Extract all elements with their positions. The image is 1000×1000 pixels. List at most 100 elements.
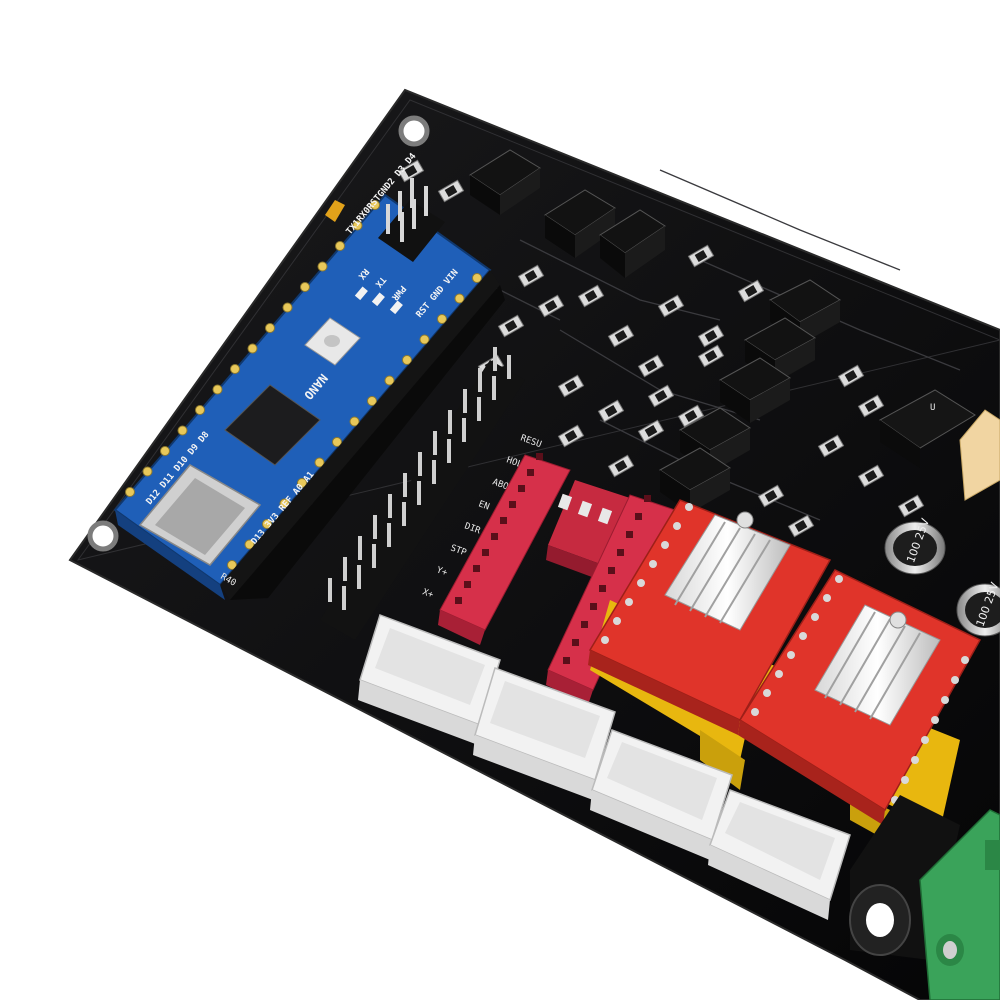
driver-pin: [625, 598, 633, 606]
driver-pin: [673, 522, 681, 530]
icsp-pin: [412, 199, 416, 229]
header-socket-hole: [626, 531, 633, 538]
heatsink-1: [664, 514, 791, 631]
icsp-pin: [410, 178, 414, 208]
trimpot-2[interactable]: [889, 611, 907, 629]
driver-pin: [823, 594, 831, 602]
header-socket-hole: [473, 565, 480, 572]
small-yellow-component: [325, 200, 345, 222]
smd-body: [404, 165, 418, 177]
small-jst-header: [959, 409, 1000, 501]
smd-components: [397, 159, 925, 538]
optocouplers: U: [469, 149, 976, 513]
driver-pin: [649, 560, 657, 568]
smd-body: [504, 320, 518, 332]
header-pin: [417, 481, 421, 505]
driver-pin: [941, 696, 949, 704]
smd-body: [614, 460, 628, 472]
header-pin: [477, 397, 481, 421]
driver-pin: [613, 617, 621, 625]
motor-connector-3: [590, 729, 733, 860]
nano-pin: [247, 343, 258, 354]
header-socket-hole: [491, 533, 498, 540]
driver-pin: [799, 632, 807, 640]
icsp-pin: [424, 186, 428, 216]
header-pin: [492, 376, 496, 400]
smd-body: [614, 330, 628, 342]
header-socket-hole: [608, 567, 615, 574]
header-socket-hole: [644, 495, 651, 502]
motor-connector-1: [358, 614, 501, 745]
smd-body: [564, 430, 578, 442]
header-pin: [433, 431, 437, 455]
header-pin: [447, 439, 451, 463]
header-label: Y+: [435, 565, 449, 578]
header-pin: [432, 460, 436, 484]
driver-pin: [835, 575, 843, 583]
nano-pin: [317, 261, 328, 272]
nano-pin: [367, 396, 377, 406]
header-pin: [463, 389, 467, 413]
driver-pin: [637, 579, 645, 587]
driver-pin: [901, 776, 909, 784]
stepper-driver-2: [738, 569, 982, 825]
trimpot-1[interactable]: [736, 511, 754, 529]
nano-pin: [300, 282, 310, 292]
red-header-1: [438, 453, 571, 645]
header-socket-hole: [482, 549, 489, 556]
nano-socket: [220, 270, 505, 600]
nano-pin: [177, 425, 188, 436]
nano-pin: [279, 498, 290, 509]
driver-pins: [601, 503, 969, 804]
header-socket-hole: [509, 501, 516, 508]
smd-body: [604, 405, 618, 417]
nano-pin: [212, 384, 223, 395]
driver-pin: [763, 689, 771, 697]
optocoupler-2: [544, 189, 616, 258]
smd-body: [904, 500, 918, 512]
smd-body: [644, 425, 658, 437]
icsp-pin: [400, 212, 404, 242]
smd-body: [764, 490, 778, 502]
driver-pin: [951, 676, 959, 684]
nano-reset-button: [304, 317, 361, 366]
smd-body: [864, 470, 878, 482]
electrolytic-cap-1: 100 25V: [884, 516, 946, 575]
heatsink-2: [814, 604, 941, 726]
header-socket-hole: [500, 517, 507, 524]
smd-body: [844, 370, 858, 382]
logic-ic: U: [879, 389, 976, 468]
header-socket-hole: [563, 657, 570, 664]
nano-pin: [244, 539, 255, 550]
nano-usb-port: [138, 464, 262, 566]
smd-body: [794, 520, 808, 532]
header-socket-hole: [527, 469, 534, 476]
header-socket-hole: [572, 639, 579, 646]
nano-pin: [227, 560, 237, 570]
nano-pin: [125, 487, 135, 497]
driver-pin: [931, 716, 939, 724]
header-pin: [448, 410, 452, 434]
header-pin: [343, 557, 347, 581]
smd-body: [654, 390, 668, 402]
nano-pin-row-bottom: [227, 273, 482, 570]
header-socket-hole: [599, 585, 606, 592]
mount-hole-left: [87, 520, 119, 552]
nano-pin: [265, 323, 275, 333]
header-socket-hole: [590, 603, 597, 610]
electrolytic-cap-2: 100 25V: [956, 580, 1000, 637]
nano-pin: [454, 293, 465, 304]
stepper-driver-1: [588, 499, 832, 735]
driver-pin: [685, 503, 693, 511]
header-pin: [387, 523, 391, 547]
smd-body: [744, 285, 758, 297]
nano-pin: [419, 334, 430, 345]
header-socket-hole: [581, 621, 588, 628]
nano-pin: [282, 302, 293, 313]
header-pin: [478, 368, 482, 392]
smd-body: [444, 185, 458, 197]
header-socket-hole: [455, 597, 462, 604]
nano-pin: [297, 478, 307, 488]
header-pin: [357, 565, 361, 589]
